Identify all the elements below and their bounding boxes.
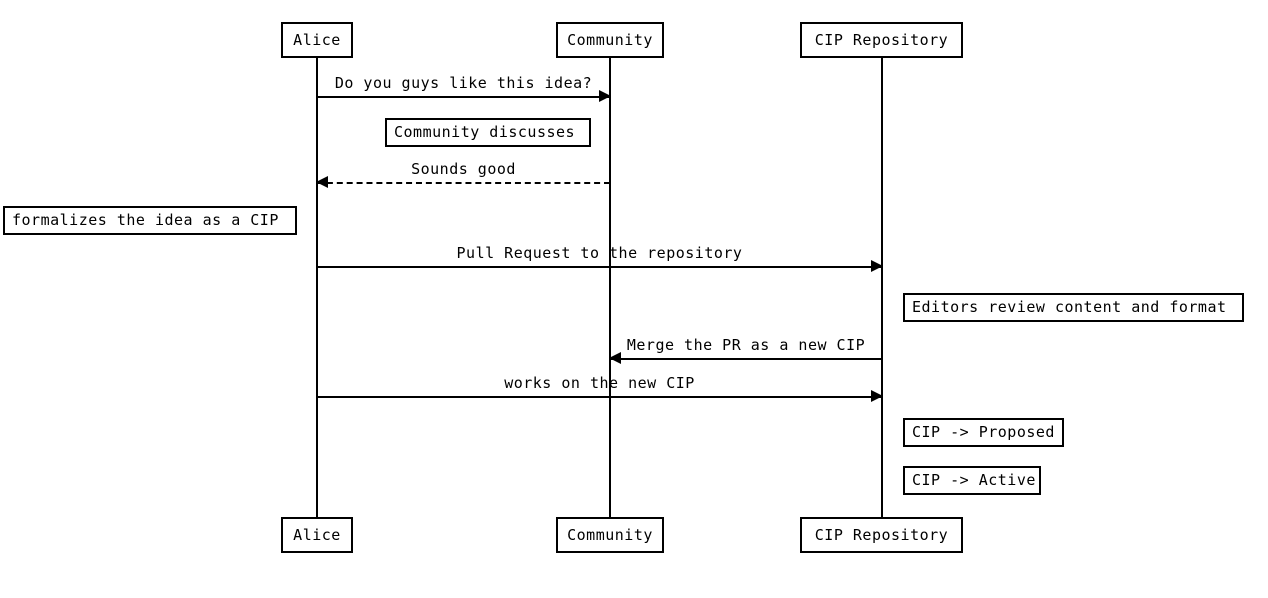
note-community-discusses[interactable]: Community discusses bbox=[385, 118, 591, 147]
participant-box-community-top[interactable]: Community bbox=[556, 22, 664, 58]
participant-label-community-bottom: Community bbox=[567, 525, 653, 544]
participant-label-alice-top: Alice bbox=[293, 30, 341, 49]
message-label: Pull Request to the repository bbox=[456, 244, 743, 262]
lifeline-repository bbox=[881, 58, 883, 517]
note-label: CIP -> Active bbox=[912, 471, 1036, 489]
arrowhead-right-icon bbox=[599, 90, 611, 102]
participant-label-community-top: Community bbox=[567, 30, 653, 49]
participant-label-repository-top: CIP Repository bbox=[814, 30, 949, 49]
lifeline-alice bbox=[316, 58, 318, 517]
arrowhead-left-icon bbox=[316, 176, 328, 188]
message-pull-request-to-the-repository: Pull Request to the repository bbox=[317, 246, 883, 272]
participant-box-repository-bottom[interactable]: CIP Repository bbox=[800, 517, 963, 553]
message-label: works on the new CIP bbox=[504, 374, 695, 392]
participant-label-repository-bottom: CIP Repository bbox=[814, 525, 949, 544]
participant-label-alice-bottom: Alice bbox=[293, 525, 341, 544]
message-line bbox=[317, 266, 882, 268]
note-cip-active[interactable]: CIP -> Active bbox=[903, 466, 1041, 495]
message-do-you-guys-like-this-idea: Do you guys like this idea? bbox=[317, 76, 611, 102]
participant-box-repository-top[interactable]: CIP Repository bbox=[800, 22, 963, 58]
message-sounds-good: Sounds good bbox=[316, 162, 610, 188]
note-label: Editors review content and format bbox=[912, 298, 1227, 316]
message-line-dashed bbox=[317, 182, 610, 184]
note-formalizes-the-idea-as-a-cip[interactable]: formalizes the idea as a CIP bbox=[3, 206, 297, 235]
message-label: Do you guys like this idea? bbox=[334, 74, 593, 92]
arrowhead-left-icon bbox=[609, 352, 621, 364]
note-editors-review-content-and-format[interactable]: Editors review content and format bbox=[903, 293, 1244, 322]
arrowhead-right-icon bbox=[871, 260, 883, 272]
arrowhead-right-icon bbox=[871, 390, 883, 402]
note-label: Community discusses bbox=[394, 123, 576, 141]
message-label: Merge the PR as a new CIP bbox=[626, 336, 866, 354]
note-label: CIP -> Proposed bbox=[912, 423, 1055, 441]
message-merge-the-pr-as-a-new-cip: Merge the PR as a new CIP bbox=[609, 338, 882, 364]
participant-box-alice-top[interactable]: Alice bbox=[281, 22, 353, 58]
lifeline-community bbox=[609, 58, 611, 517]
message-works-on-the-new-cip: works on the new CIP bbox=[317, 376, 883, 402]
message-label: Sounds good bbox=[411, 160, 516, 178]
note-cip-proposed[interactable]: CIP -> Proposed bbox=[903, 418, 1064, 447]
participant-box-alice-bottom[interactable]: Alice bbox=[281, 517, 353, 553]
message-line bbox=[317, 396, 882, 398]
message-line bbox=[317, 96, 610, 98]
message-line bbox=[610, 358, 882, 360]
note-label: formalizes the idea as a CIP bbox=[12, 211, 279, 229]
participant-box-community-bottom[interactable]: Community bbox=[556, 517, 664, 553]
